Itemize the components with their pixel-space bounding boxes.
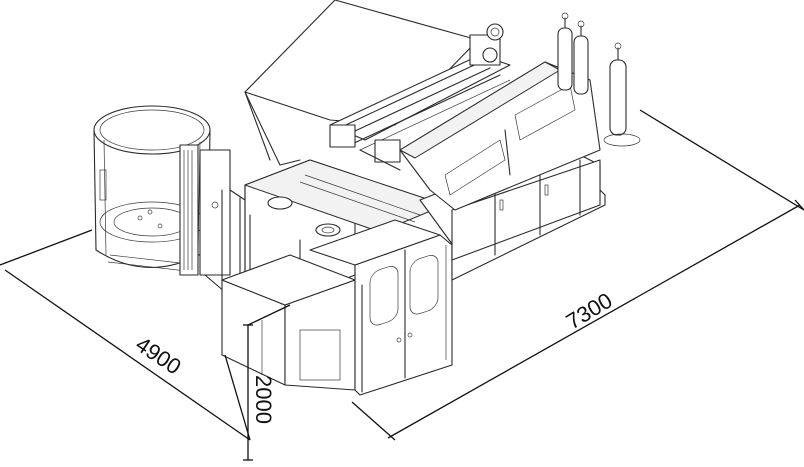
roller-assembly (329, 23, 511, 171)
lift-frame (179, 144, 246, 293)
height-dimension-label: 2000 (251, 375, 276, 424)
width-dimension-label: 7300 (562, 288, 617, 335)
gas-cylinder-single (603, 42, 641, 147)
front-lower-box (221, 254, 356, 391)
upper-housing (399, 61, 601, 211)
depth-dimension-label: 4900 (131, 331, 186, 379)
dimension-width (351, 109, 804, 441)
dimension-height (243, 304, 291, 461)
front-door-cabinet (309, 219, 453, 396)
gas-cylinder-pair (557, 12, 589, 95)
drafting-machine-body (419, 144, 606, 281)
dimension-depth (0, 229, 251, 441)
